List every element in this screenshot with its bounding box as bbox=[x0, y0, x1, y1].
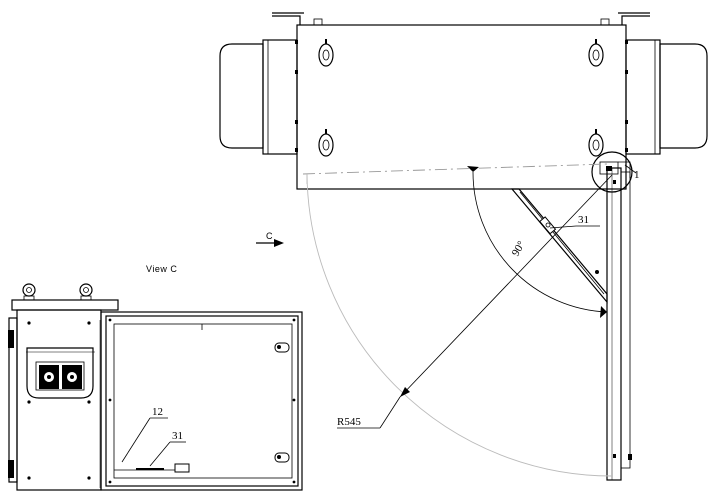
open-door bbox=[606, 167, 632, 481]
view-c-door bbox=[100, 311, 303, 491]
side-bolts bbox=[295, 40, 628, 152]
view-c-cabinet bbox=[16, 309, 102, 491]
swing-phantom bbox=[302, 163, 613, 477]
part-31-top-label: 31 bbox=[578, 214, 589, 226]
view-c-latches bbox=[274, 342, 290, 463]
right-motor-housing bbox=[625, 39, 708, 155]
radius-leader bbox=[337, 174, 613, 429]
view-c bbox=[8, 283, 303, 491]
top-view bbox=[219, 12, 708, 481]
top-brackets bbox=[272, 12, 650, 26]
left-motor-housing bbox=[219, 39, 298, 155]
eye-bolts bbox=[318, 39, 604, 157]
part-12-label: 12 bbox=[152, 406, 163, 418]
part-1-label: 1 bbox=[634, 169, 640, 181]
cabinet-body bbox=[296, 24, 627, 190]
view-arrow-label: C bbox=[266, 231, 273, 241]
view-title: View C bbox=[146, 264, 177, 274]
part-31-bottom-label: 31 bbox=[172, 430, 183, 442]
door-stay bbox=[510, 188, 608, 304]
radius-label: R545 bbox=[337, 416, 361, 428]
view-c-arrow bbox=[256, 239, 284, 247]
control-panel bbox=[26, 347, 95, 399]
angle-dimension bbox=[467, 166, 608, 318]
view-c-eye-bolts bbox=[22, 283, 93, 301]
angle-label: 90° bbox=[510, 239, 528, 258]
